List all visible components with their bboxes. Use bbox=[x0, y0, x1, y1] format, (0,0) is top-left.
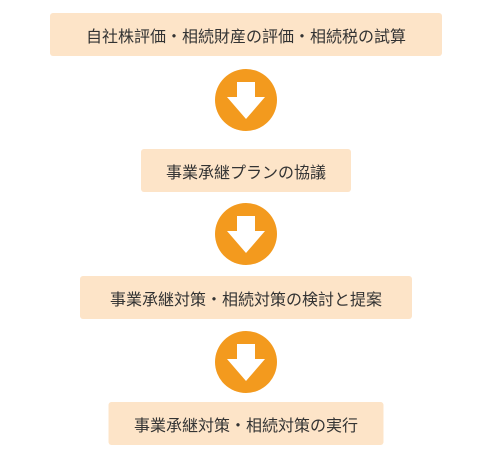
arrow-shape bbox=[227, 344, 265, 381]
step-box-plan-discussion: 事業承継プランの協議 bbox=[141, 149, 351, 192]
down-arrow-icon bbox=[215, 203, 277, 265]
down-arrow-icon bbox=[215, 331, 277, 393]
down-arrow-icon bbox=[215, 69, 277, 131]
arrow-shape bbox=[227, 82, 265, 119]
step-label: 事業承継対策・相続対策の実行 bbox=[133, 415, 358, 435]
step-box-execution: 事業承継対策・相続対策の実行 bbox=[108, 402, 384, 445]
arrow-shape bbox=[227, 216, 265, 253]
step-label: 自社株評価・相続財産の評価・相続税の試算 bbox=[85, 26, 406, 46]
step-label: 事業承継対策・相続対策の検討と提案 bbox=[109, 289, 382, 309]
step-box-valuation: 自社株評価・相続財産の評価・相続税の試算 bbox=[50, 13, 442, 56]
step-box-review-proposal: 事業承継対策・相続対策の検討と提案 bbox=[80, 276, 412, 319]
step-label: 事業承継プランの協議 bbox=[165, 162, 326, 182]
